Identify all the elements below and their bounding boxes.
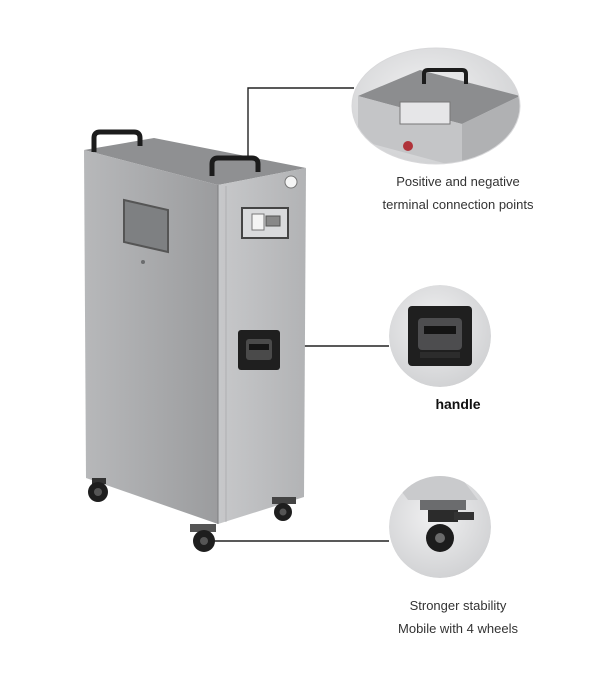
callout-handle-line-1: handle [435,396,481,412]
top-handle-right [209,155,261,176]
screw-icon [141,260,145,264]
callout-wheels-line-2: Mobile with 4 wheels [398,621,518,636]
caster-wheel-front-left [88,478,108,502]
cabinet-front-face [84,150,218,524]
callout-terminals-caption: Positive and negative terminal connectio… [348,170,568,216]
display-screen [123,198,169,254]
cabinet-top [84,138,306,185]
leader-lines [214,87,389,542]
top-handle-left [91,129,143,152]
callout-handle-caption: handle [388,393,528,416]
vent-hole-icon [284,175,298,189]
callout-wheels-caption: Stronger stability Mobile with 4 wheels [348,594,568,640]
caster-wheel-back-right [272,497,296,521]
wheel-closeup-photo [389,476,491,578]
caster-wheel-front-right [190,524,216,552]
terminal-panel [241,207,289,239]
leader-line-terminals [247,87,354,175]
battery-cabinet [84,129,306,552]
callout-terminals-line-1: Positive and negative [396,174,520,189]
callout-terminals-line-2: terminal connection points [382,197,534,212]
handle-closeup-photo [389,285,491,387]
callout-wheels-line-1: Stronger stability [409,598,507,613]
terminal-closeup-photo [352,48,520,164]
